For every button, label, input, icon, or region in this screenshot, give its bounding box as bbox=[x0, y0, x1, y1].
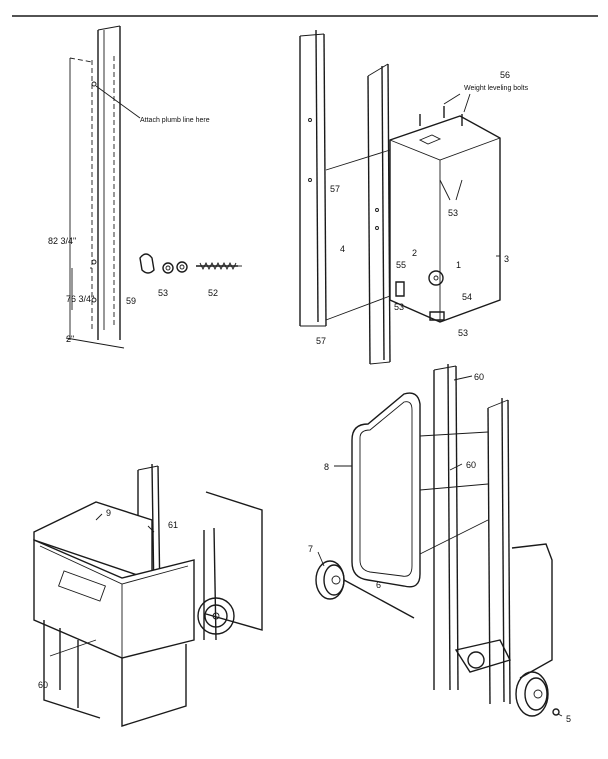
panel-mounting bbox=[65, 25, 242, 349]
part-61: 61 bbox=[168, 520, 178, 530]
part-1: 1 bbox=[456, 260, 461, 270]
part-53-d: 53 bbox=[458, 328, 468, 338]
part-3: 3 bbox=[504, 254, 509, 264]
part-53-a: 53 bbox=[158, 288, 168, 298]
part-57-a: 57 bbox=[330, 184, 340, 194]
part-52: 52 bbox=[208, 288, 218, 298]
part-4: 4 bbox=[340, 244, 345, 254]
part-7: 7 bbox=[308, 544, 313, 554]
part-60-c: 60 bbox=[466, 460, 476, 470]
part-53-c: 53 bbox=[394, 302, 404, 312]
part-53-b: 53 bbox=[448, 208, 458, 218]
part-6: 6 bbox=[376, 580, 381, 590]
part-56: 56 bbox=[500, 70, 510, 80]
panel-shroud bbox=[33, 463, 263, 727]
part-57-b: 57 bbox=[316, 336, 326, 346]
part-55: 55 bbox=[396, 260, 406, 270]
panel-assembly bbox=[315, 363, 563, 717]
part-54: 54 bbox=[462, 292, 472, 302]
part-9: 9 bbox=[106, 508, 111, 518]
part-8: 8 bbox=[324, 462, 329, 472]
dim-82: 82 3/4" bbox=[48, 236, 76, 246]
part-60-a: 60 bbox=[38, 680, 48, 690]
panel-frame bbox=[299, 29, 501, 365]
dim-76: 76 3/4" bbox=[66, 294, 94, 304]
note-plumb: Attach plumb line here bbox=[140, 117, 210, 124]
dim-2: 2" bbox=[66, 334, 74, 344]
part-60-b: 60 bbox=[474, 372, 484, 382]
part-2: 2 bbox=[412, 248, 417, 258]
part-59: 59 bbox=[126, 296, 136, 306]
note-weight: Weight leveling bolts bbox=[464, 85, 529, 92]
part-5: 5 bbox=[566, 714, 571, 724]
